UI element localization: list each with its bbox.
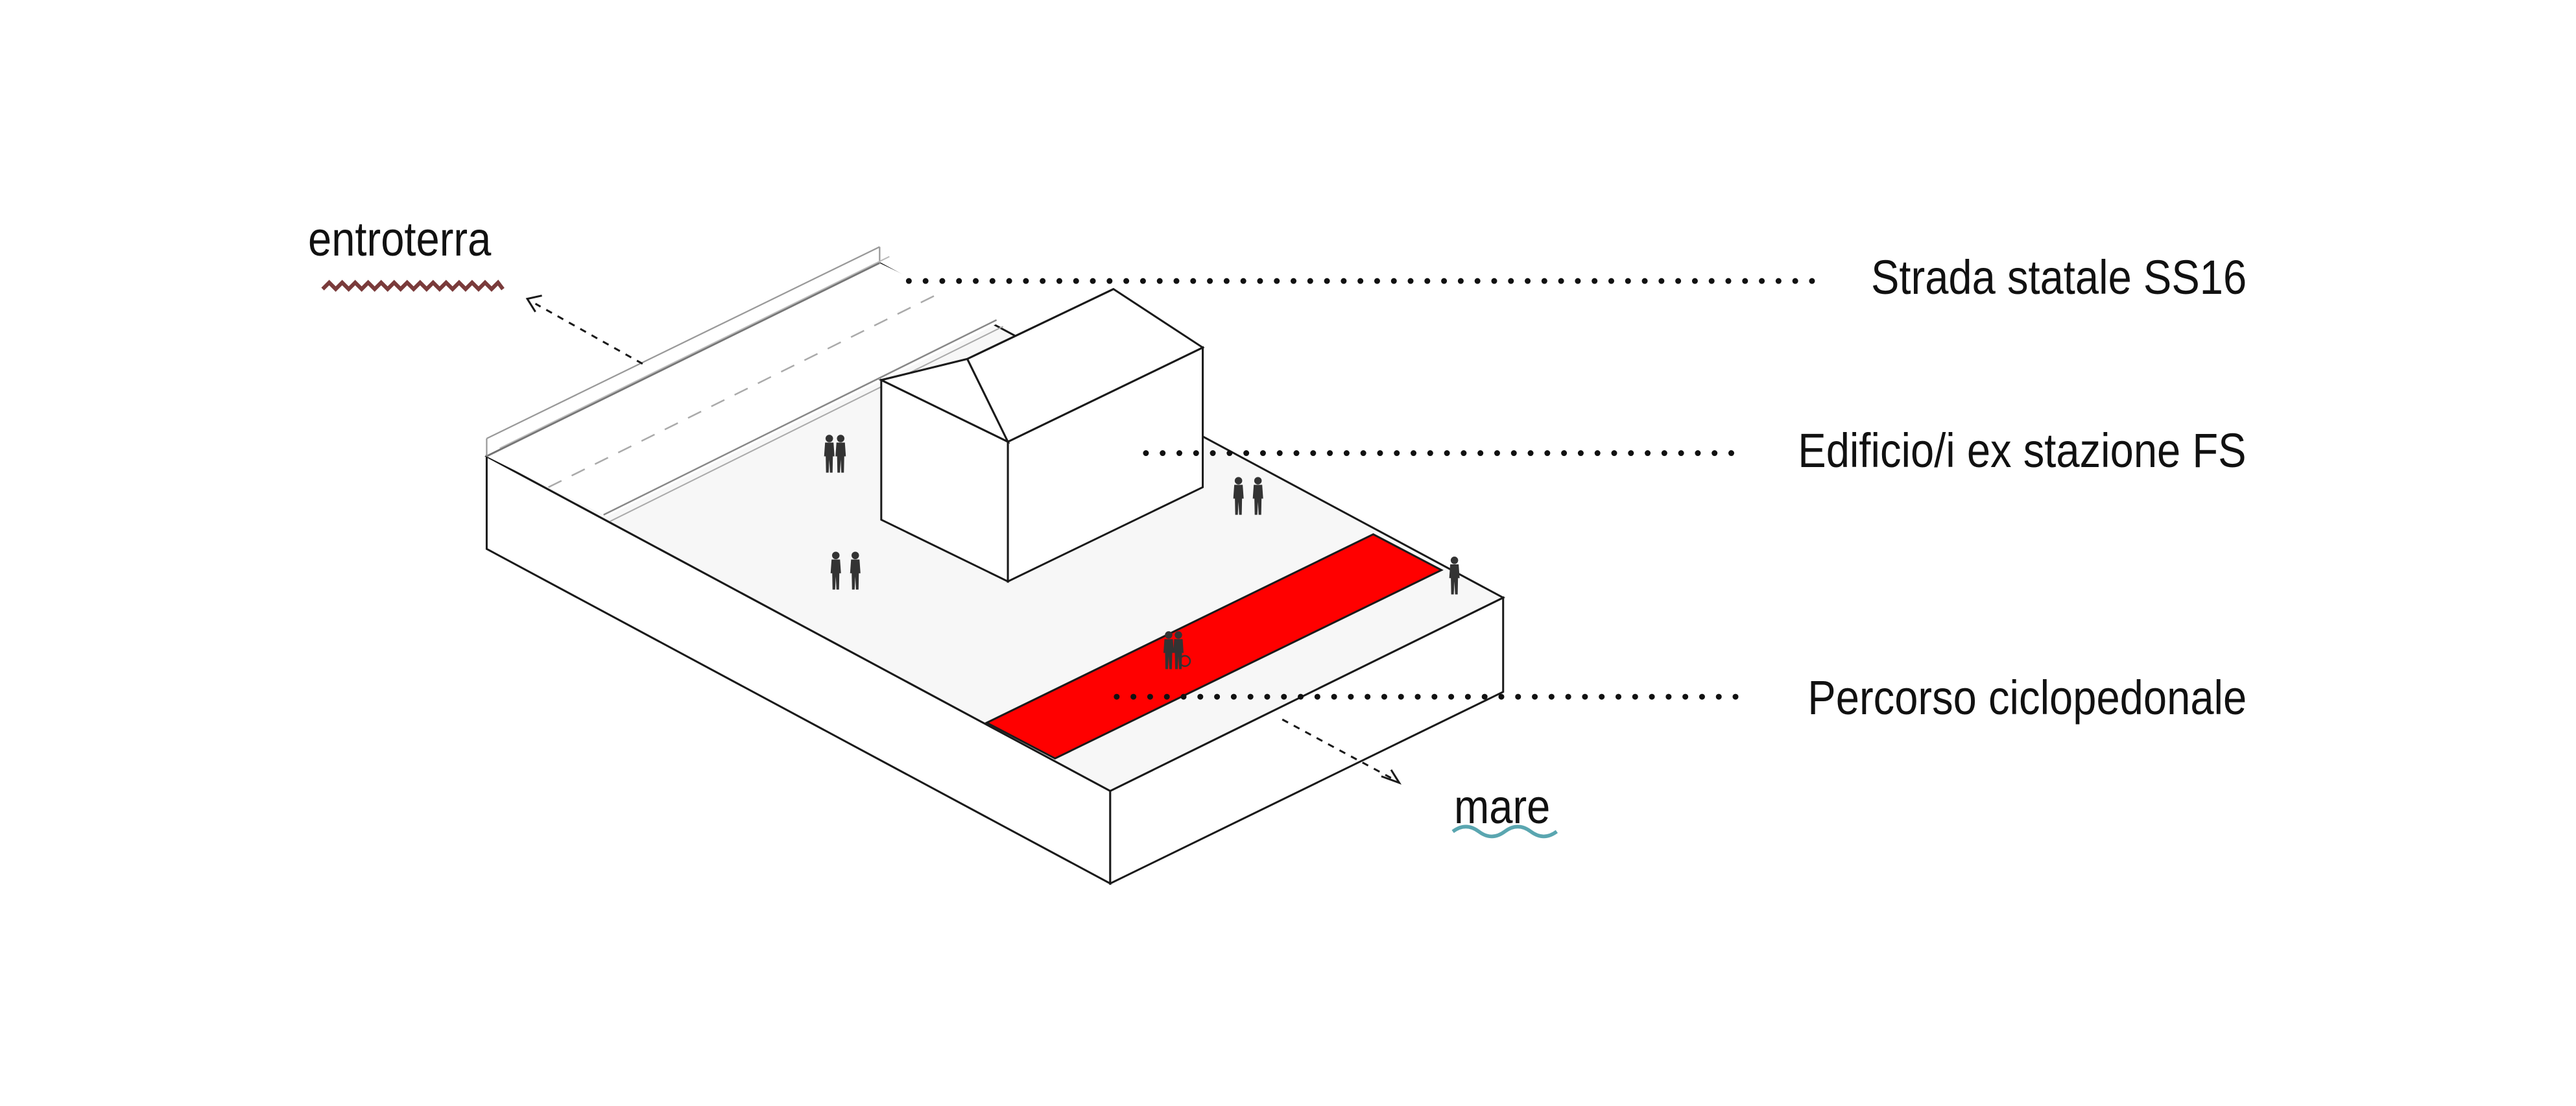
inland-arrow bbox=[525, 295, 643, 365]
road-centerline bbox=[548, 293, 939, 488]
building-label: Edificio/i ex stazione FS bbox=[1798, 424, 2247, 477]
cycle-pedestrian-path bbox=[984, 533, 1444, 760]
sea-label: mare bbox=[1454, 780, 1551, 834]
cyclist-group bbox=[1163, 631, 1191, 669]
cycle-path-label: Percorso ciclopedonale bbox=[1807, 671, 2247, 725]
inland-label: entroterra bbox=[308, 212, 492, 266]
state-road-ss16 bbox=[486, 246, 1004, 522]
road-label: Strada statale SS16 bbox=[1870, 250, 2247, 304]
sea-arrow bbox=[1282, 718, 1402, 785]
sea-wave bbox=[1451, 824, 1558, 839]
ex-station-building bbox=[878, 287, 1205, 583]
inland-zigzag bbox=[321, 280, 505, 292]
